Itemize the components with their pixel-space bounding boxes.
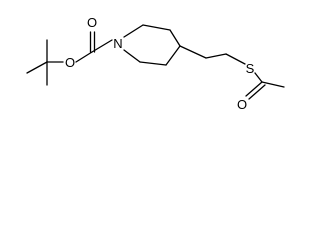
piperidine-ring [123, 24, 181, 66]
atom-label-ester-oxygen: O [65, 55, 75, 70]
tert-butyl-group [26, 39, 64, 86]
bond-ring-to-ethyl [179, 45, 207, 59]
atom-label-nitrogen: N [113, 36, 122, 51]
bond-ring-c5-c6 [139, 61, 167, 66]
atom-label-thioester-oxygen: O [237, 97, 247, 112]
bond-ester-oxygen-to-carbonyl [75, 51, 93, 63]
atom-label-sulfur: S [246, 61, 255, 76]
bond-ring-c4-c5 [165, 45, 181, 66]
bond-thio-carbonyl-double-a [245, 81, 263, 97]
bond-ring-c2-c3 [142, 24, 171, 31]
atom-label-carbonyl-oxygen: O [87, 15, 97, 30]
chemical-structure-diagram: N O O S O [26, 15, 285, 112]
bond-tbu-left-methyl [26, 61, 48, 74]
bond-ring-c3-c4 [169, 29, 181, 47]
bond-ring-n-c2 [123, 24, 144, 38]
bond-sulfur-to-carbonyl [254, 72, 263, 83]
bond-ring-c6-n [123, 49, 141, 63]
bond-ethyl-to-sulfur [225, 53, 246, 65]
bond-thio-carbonyl-double-b [248, 84, 266, 100]
carbamate-group [75, 31, 113, 63]
bond-ethyl [205, 53, 227, 59]
thioacetate-group [245, 72, 285, 100]
ethyl-linker [179, 45, 246, 65]
bond-carbonyl-to-nitrogen [91, 39, 113, 53]
bond-thio-carbonyl-to-methyl [261, 81, 285, 88]
